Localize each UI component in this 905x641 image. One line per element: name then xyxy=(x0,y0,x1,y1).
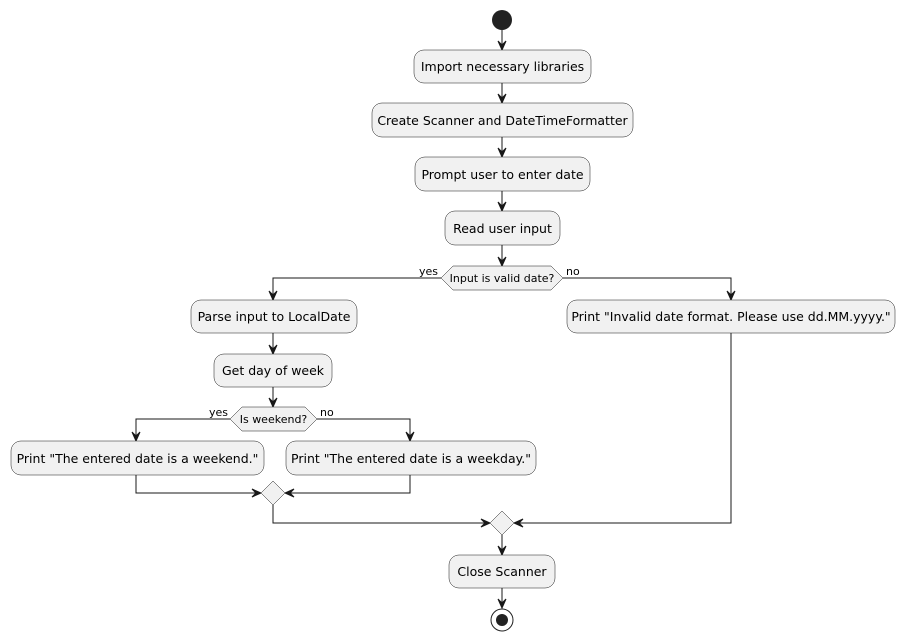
arrowhead xyxy=(480,518,492,528)
start-node xyxy=(492,10,512,30)
arrowhead xyxy=(497,256,507,268)
arrowhead xyxy=(131,431,141,443)
node-label: Print "The entered date is a weekend." xyxy=(17,451,259,466)
node-close-scanner: Close Scanner xyxy=(448,554,556,589)
node-label: Import necessary libraries xyxy=(421,59,584,74)
arrowhead xyxy=(497,40,507,52)
node-label: Close Scanner xyxy=(457,564,547,579)
arrowhead xyxy=(268,344,278,356)
arrowhead xyxy=(268,397,278,409)
branch-label-yes: yes xyxy=(209,406,228,419)
decision-label: Input is valid date? xyxy=(450,272,555,285)
edge-weekend-merge xyxy=(135,475,261,494)
decision-valid-date: Input is valid date? yes no xyxy=(419,265,580,291)
branch-label-no: no xyxy=(566,265,580,278)
branch-label-no: no xyxy=(320,406,334,419)
branch-label-yes: yes xyxy=(419,265,438,278)
edge-valid-no xyxy=(563,277,732,300)
arrowhead xyxy=(497,201,507,213)
node-label: Get day of week xyxy=(222,363,325,378)
arrowhead xyxy=(283,488,295,498)
arrowhead xyxy=(497,598,507,610)
edge-valid-yes xyxy=(272,277,441,300)
arrowhead xyxy=(251,488,263,498)
node-label: Create Scanner and DateTimeFormatter xyxy=(377,113,628,128)
decision-weekend: Is weekend? yes no xyxy=(209,406,334,432)
end-node xyxy=(490,608,514,632)
node-print-weekday: Print "The entered date is a weekday." xyxy=(285,440,537,476)
edge-merge-inner-outer xyxy=(272,505,490,524)
node-label: Parse input to LocalDate xyxy=(198,309,351,324)
node-prompt-user: Prompt user to enter date xyxy=(414,156,591,192)
node-print-invalid: Print "Invalid date format. Please use d… xyxy=(566,299,896,334)
merge-valid-diamond xyxy=(489,510,515,536)
arrowhead xyxy=(726,290,736,302)
decision-label: Is weekend? xyxy=(240,413,308,426)
node-get-day: Get day of week xyxy=(213,353,333,388)
node-create-scanner: Create Scanner and DateTimeFormatter xyxy=(371,102,634,138)
node-label: Print "The entered date is a weekday." xyxy=(291,451,531,466)
edge-weekday-merge xyxy=(285,475,411,494)
arrowhead xyxy=(497,545,507,557)
node-import-libraries: Import necessary libraries xyxy=(413,49,592,84)
arrowhead xyxy=(497,93,507,105)
arrowheads xyxy=(131,40,736,610)
arrowhead xyxy=(268,290,278,302)
edge-weekend-no xyxy=(317,418,411,441)
edge-weekend-yes xyxy=(135,418,230,441)
merge-weekend-diamond xyxy=(260,480,286,506)
arrowhead xyxy=(405,431,415,443)
node-read-input: Read user input xyxy=(444,210,561,246)
node-label: Print "Invalid date format. Please use d… xyxy=(571,309,890,324)
node-label: Read user input xyxy=(453,221,552,236)
edges xyxy=(135,30,732,608)
edge-invalid-merge xyxy=(514,333,732,524)
node-parse-input: Parse input to LocalDate xyxy=(190,299,358,334)
node-label: Prompt user to enter date xyxy=(421,167,583,182)
arrowhead xyxy=(497,147,507,159)
node-print-weekend: Print "The entered date is a weekend." xyxy=(10,440,265,476)
arrowhead xyxy=(512,518,524,528)
